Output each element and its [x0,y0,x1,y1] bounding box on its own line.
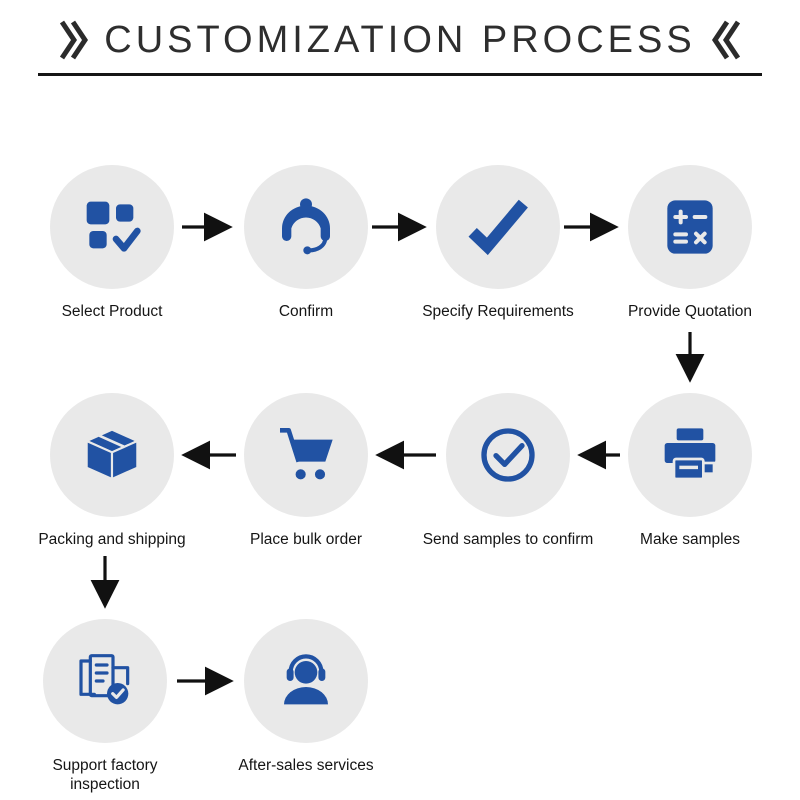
header: CUSTOMIZATION PROCESS [0,12,800,68]
step-label: Provide Quotation [627,303,753,320]
step-after-sales: After-sales services [211,619,401,775]
step-label: After-sales services [238,757,374,774]
step-select-product: Select Product [17,165,207,321]
step-label: Make samples [640,531,740,548]
step-send-samples: Send samples to confirm [413,393,603,549]
checkmark-icon [468,199,528,256]
double-chevron-left-icon [710,17,742,63]
step-circle [43,619,167,743]
step-label: Specify Requirements [422,303,574,320]
calculator-icon [667,200,713,254]
shopping-cart-icon [280,428,333,480]
product-grid-check-icon [86,201,141,252]
step-specify-requirements: Specify Requirements [403,165,593,321]
printer-icon [664,428,716,481]
step-make-samples: Make samples [595,393,785,549]
step-label: Packing and shipping [38,531,186,548]
page-title: CUSTOMIZATION PROCESS [104,18,696,61]
step-label: Select Product [61,303,163,320]
step-circle [446,393,570,517]
step-circle [628,165,752,289]
headset-person-icon [284,654,328,705]
package-box-icon [85,428,139,481]
circle-check-icon [481,428,535,482]
customer-service-icon [282,198,330,255]
step-circle [50,165,174,289]
step-label: Support factory inspection [52,757,158,794]
step-circle [50,393,174,517]
step-label: Place bulk order [249,531,362,548]
step-confirm: Confirm [211,165,401,321]
step-circle [628,393,752,517]
step-provide-quotation: Provide Quotation [595,165,785,321]
step-label: Send samples to confirm [422,531,594,548]
step-circle [244,393,368,517]
step-label: Confirm [278,303,334,320]
step-circle [244,165,368,289]
step-circle [244,619,368,743]
factory-inspection-icon [79,654,130,705]
step-factory-inspection: Support factory inspection [20,619,190,795]
title-underline [38,73,762,76]
double-chevron-right-icon [58,17,90,63]
step-packing-shipping: Packing and shipping [17,393,207,549]
step-place-bulk-order: Place bulk order [211,393,401,549]
step-circle [436,165,560,289]
